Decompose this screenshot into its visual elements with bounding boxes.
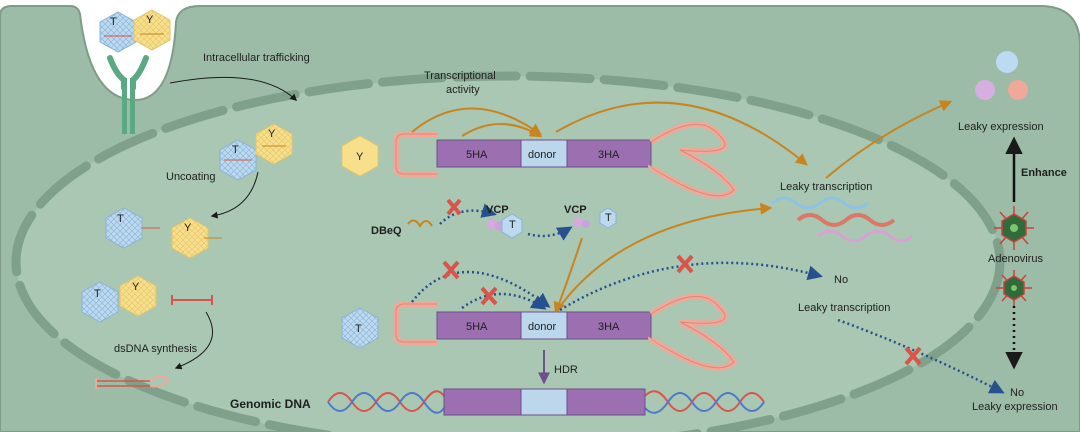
capsid-y-empty: Y (119, 275, 157, 317)
capsid-y-top-label: Y (146, 14, 154, 26)
label-vcp-1: VCP (486, 204, 509, 216)
capsid-t-top-label: T (110, 16, 117, 28)
label-hdr: HDR (554, 364, 578, 376)
adenovirus-2 (996, 270, 1032, 306)
receptor (107, 55, 149, 134)
ssdna-genome (171, 295, 213, 305)
label-no-leaky-transcription-2: Leaky transcription (798, 302, 890, 314)
capsid-y-uncoated: Y (171, 217, 222, 259)
label-leaky-expression: Leaky expression (958, 121, 1044, 133)
adenovirus-1 (994, 206, 1034, 250)
construct-lower: 5HA donor 3HA (393, 293, 738, 371)
orange-arrow-lower-leaky (555, 202, 773, 313)
capsid-t-uncoating-label: T (232, 144, 239, 156)
dbeq-molecule (407, 219, 433, 228)
orange-arrow-activity-1 (411, 107, 542, 136)
capsid-y-nucleus-label: Y (356, 151, 364, 163)
dsdna-genome (95, 375, 170, 389)
label-intracellular-trafficking: Intracellular trafficking (203, 52, 310, 64)
capsid-t-uncoated: T (105, 207, 160, 249)
label-dsdna-synthesis: dsDNA synthesis (114, 343, 198, 355)
dotted-arrow-no-leaky (559, 261, 823, 312)
label-leaky-transcription: Leaky transcription (780, 181, 872, 193)
label-transcriptional-2: activity (446, 84, 480, 96)
capsid-y-top: Y (133, 9, 171, 51)
orange-arrow-leaky-expression (825, 100, 953, 179)
vcp-complex-1: T (487, 213, 523, 239)
capsid-t-uncoated-label: T (117, 213, 124, 225)
vcp-arrow (527, 226, 573, 241)
capsid-t-top: T (99, 11, 137, 53)
label-transcriptional-1: Transcriptional (424, 70, 496, 82)
leaky-transcripts (771, 196, 914, 243)
label-dbeq: DBeQ (371, 225, 402, 237)
lower-5ha-label: 5HA (466, 321, 488, 333)
capsid-t-uncoating: T (219, 139, 257, 181)
cross-no-leaky-transcription (676, 254, 694, 274)
cross-lower-1 (442, 260, 460, 280)
upper-donor-label: donor (528, 149, 556, 161)
capsid-t-empty-label: T (94, 288, 101, 300)
upper-5ha-label: 5HA (466, 149, 488, 161)
capsid-t-nucleus: T (341, 307, 379, 349)
upper-3ha-label: 3HA (598, 149, 620, 161)
cross-lower-2 (480, 286, 498, 306)
trafficking-arrow (169, 76, 298, 101)
label-adenovirus: Adenovirus (988, 253, 1044, 265)
genomic-dna (327, 388, 765, 416)
lower-3ha-label: 3HA (598, 321, 620, 333)
label-uncoating: Uncoating (166, 171, 216, 183)
cross-dbeq (446, 198, 462, 216)
vcp-2-t-label: T (605, 212, 612, 224)
capsid-y-uncoating: Y (255, 123, 293, 165)
orange-arrow-activity-2 (461, 123, 543, 138)
orange-arrow-vcp-to-construct (553, 237, 583, 315)
dotted-arrow-no-leaky-expression (837, 318, 1005, 394)
capsid-y-empty-label: Y (132, 281, 140, 293)
uncoating-arrow (210, 171, 259, 219)
lower-donor-label: donor (528, 321, 556, 333)
label-no-leaky-transcription-1: No (834, 274, 848, 286)
capsid-y-uncoating-label: Y (268, 128, 276, 140)
label-vcp-2: VCP (564, 204, 587, 216)
label-enhance: Enhance (1021, 167, 1067, 179)
orange-arrow-leaky-upper (555, 101, 808, 166)
capsid-y-nucleus: Y (341, 135, 379, 177)
nucleus (11, 71, 1005, 432)
capsid-y-uncoated-label: Y (184, 222, 192, 234)
dbeq-arrow (439, 203, 497, 225)
dsdna-arrow (174, 311, 214, 370)
capsid-t-empty: T (81, 281, 119, 323)
leaky-proteins (975, 51, 1028, 100)
label-no-leaky-expression-2: Leaky expression (972, 401, 1058, 413)
cross-no-leaky-expression (904, 346, 922, 366)
construct-upper: 5HA donor 3HA (393, 121, 738, 199)
capsid-t-nucleus-label: T (355, 323, 362, 335)
vcp-complex-2: T (573, 207, 617, 229)
label-no-leaky-expression-1: No (1010, 387, 1024, 399)
label-genomic-dna: Genomic DNA (230, 397, 311, 411)
vcp-1-t-label: T (509, 219, 516, 231)
